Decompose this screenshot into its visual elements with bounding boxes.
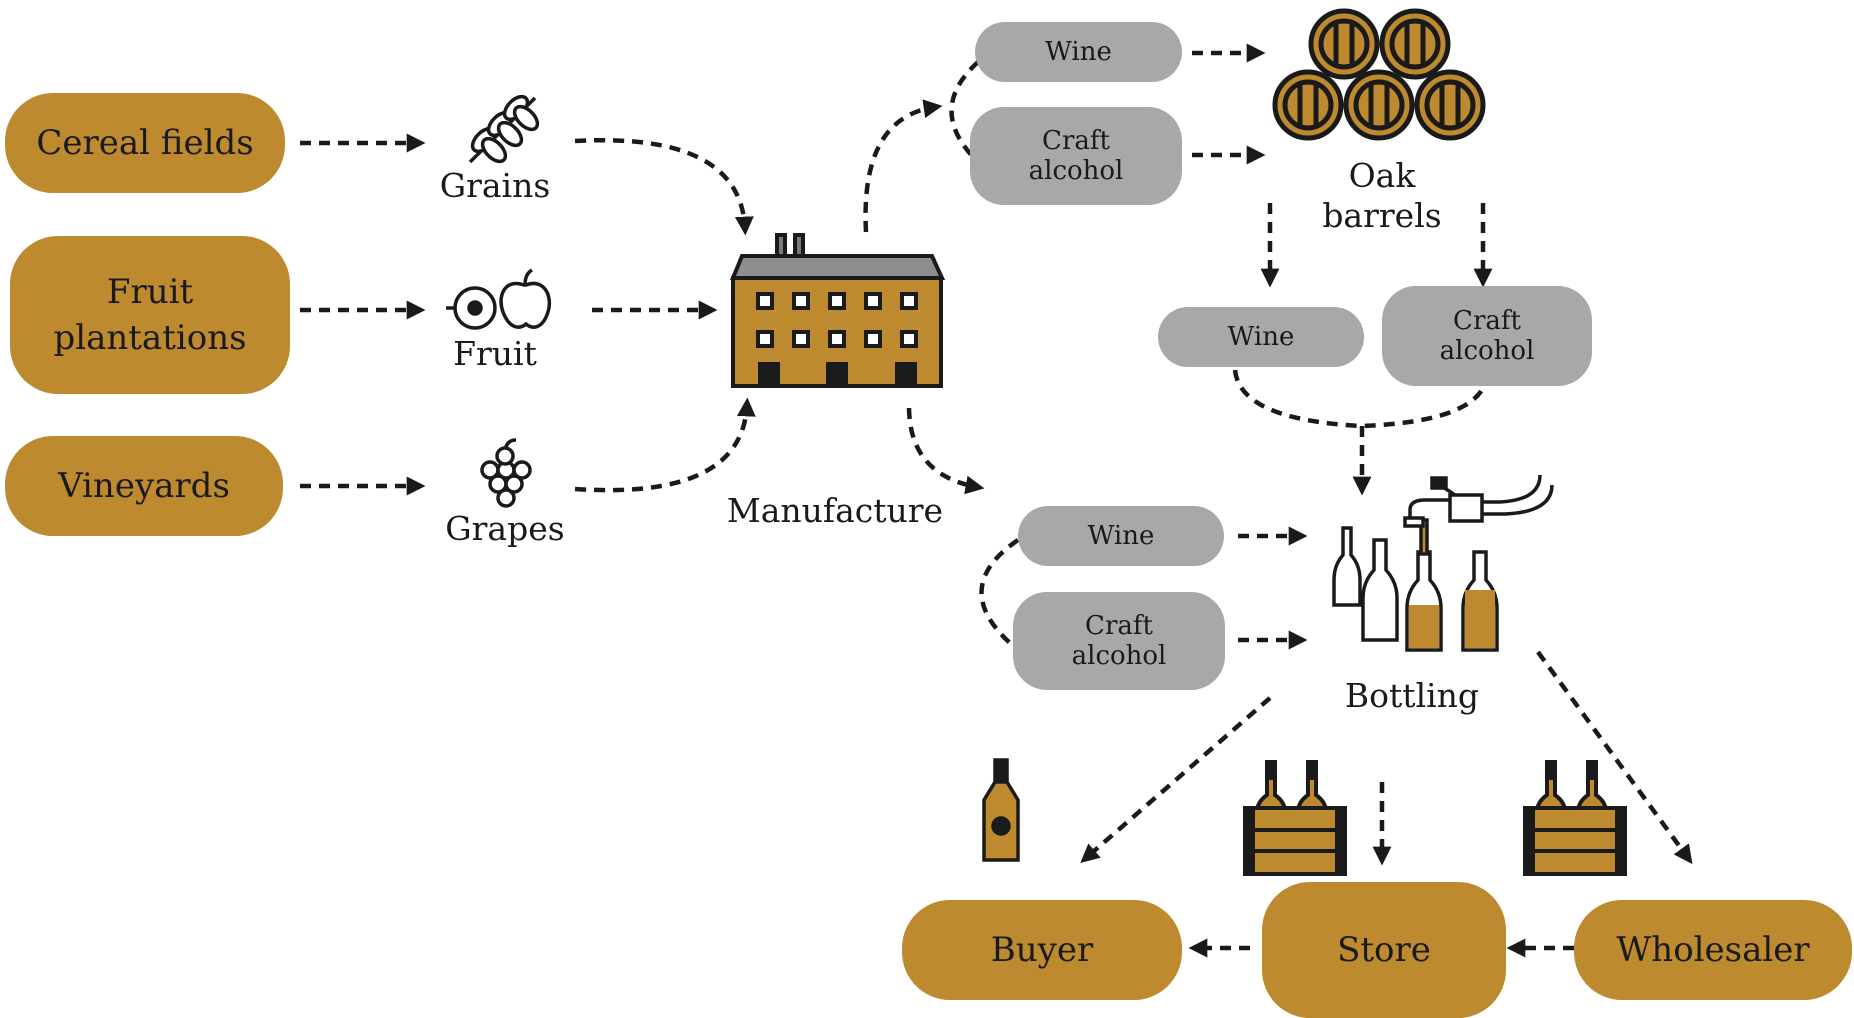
label-fruit: Fruit xyxy=(453,334,537,373)
crate-icon xyxy=(1243,760,1627,876)
bottling-machine-icon xyxy=(1332,474,1554,652)
arrow-grains-to-manufacture xyxy=(574,138,754,236)
arrow-grapes-to-manufacture xyxy=(574,397,756,493)
node-wine-bottom: Wine xyxy=(1018,506,1224,566)
arrow-manufacture-to-wine-top xyxy=(863,99,943,233)
label-manufacture: Manufacture xyxy=(726,491,944,530)
barrels-icon xyxy=(1272,8,1486,141)
node-cereal-fields: Cereal fields xyxy=(5,93,285,193)
connector-top-products xyxy=(949,60,980,164)
connector-bottom-products xyxy=(979,538,1020,652)
node-wine-aged: Wine xyxy=(1158,307,1364,367)
node-wholesaler: Wholesaler xyxy=(1574,900,1852,1000)
bottle-icon xyxy=(982,758,1020,862)
arrow-bottling-to-wholesaler xyxy=(1536,650,1693,865)
grapes-icon xyxy=(480,438,532,508)
label-grapes: Grapes xyxy=(445,509,565,548)
fruit-icon xyxy=(446,268,551,330)
node-craft-alcohol-bottom: Craft alcohol xyxy=(1013,592,1225,690)
node-craft-alcohol-aged: Craft alcohol xyxy=(1382,286,1592,386)
wheat-icon xyxy=(468,94,540,164)
node-buyer: Buyer xyxy=(902,900,1182,1000)
label-oak-barrels: Oak barrels xyxy=(1322,156,1442,235)
arrow-manufacture-to-products-bottom xyxy=(906,407,985,495)
node-craft-alcohol-top: Craft alcohol xyxy=(970,107,1182,205)
label-bottling: Bottling xyxy=(1344,676,1480,715)
arrow-bottling-to-buyer xyxy=(1080,696,1272,863)
factory-icon xyxy=(730,233,946,388)
node-vineyards: Vineyards xyxy=(5,436,283,536)
node-store: Store xyxy=(1262,882,1506,1018)
node-wine-top: Wine xyxy=(975,22,1182,82)
connector-merge xyxy=(1232,369,1488,429)
label-grains: Grains xyxy=(439,166,551,205)
node-fruit-plantations: Fruit plantations xyxy=(10,236,290,394)
